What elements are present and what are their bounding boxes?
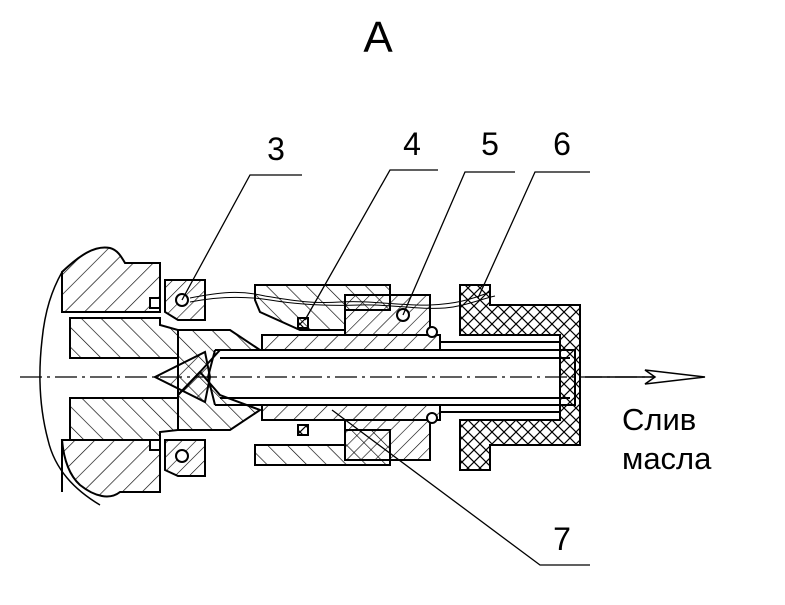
callout-7: 7	[553, 521, 571, 557]
cap-6	[440, 284, 581, 471]
leader-lines	[181, 169, 590, 566]
callout-4: 4	[403, 126, 421, 162]
callout-3: 3	[267, 131, 285, 167]
flow-note-line2: масла	[622, 441, 712, 476]
callout-5: 5	[481, 126, 499, 162]
view-label: А	[363, 13, 393, 62]
drain-arrow	[585, 369, 706, 385]
callout-6: 6	[553, 126, 571, 162]
lock-wire	[189, 291, 496, 309]
nut-3	[149, 279, 206, 477]
housing	[39, 246, 161, 506]
flow-note-line1: Слив	[622, 402, 696, 437]
union-body	[69, 317, 179, 441]
cone-nipple	[152, 329, 264, 431]
